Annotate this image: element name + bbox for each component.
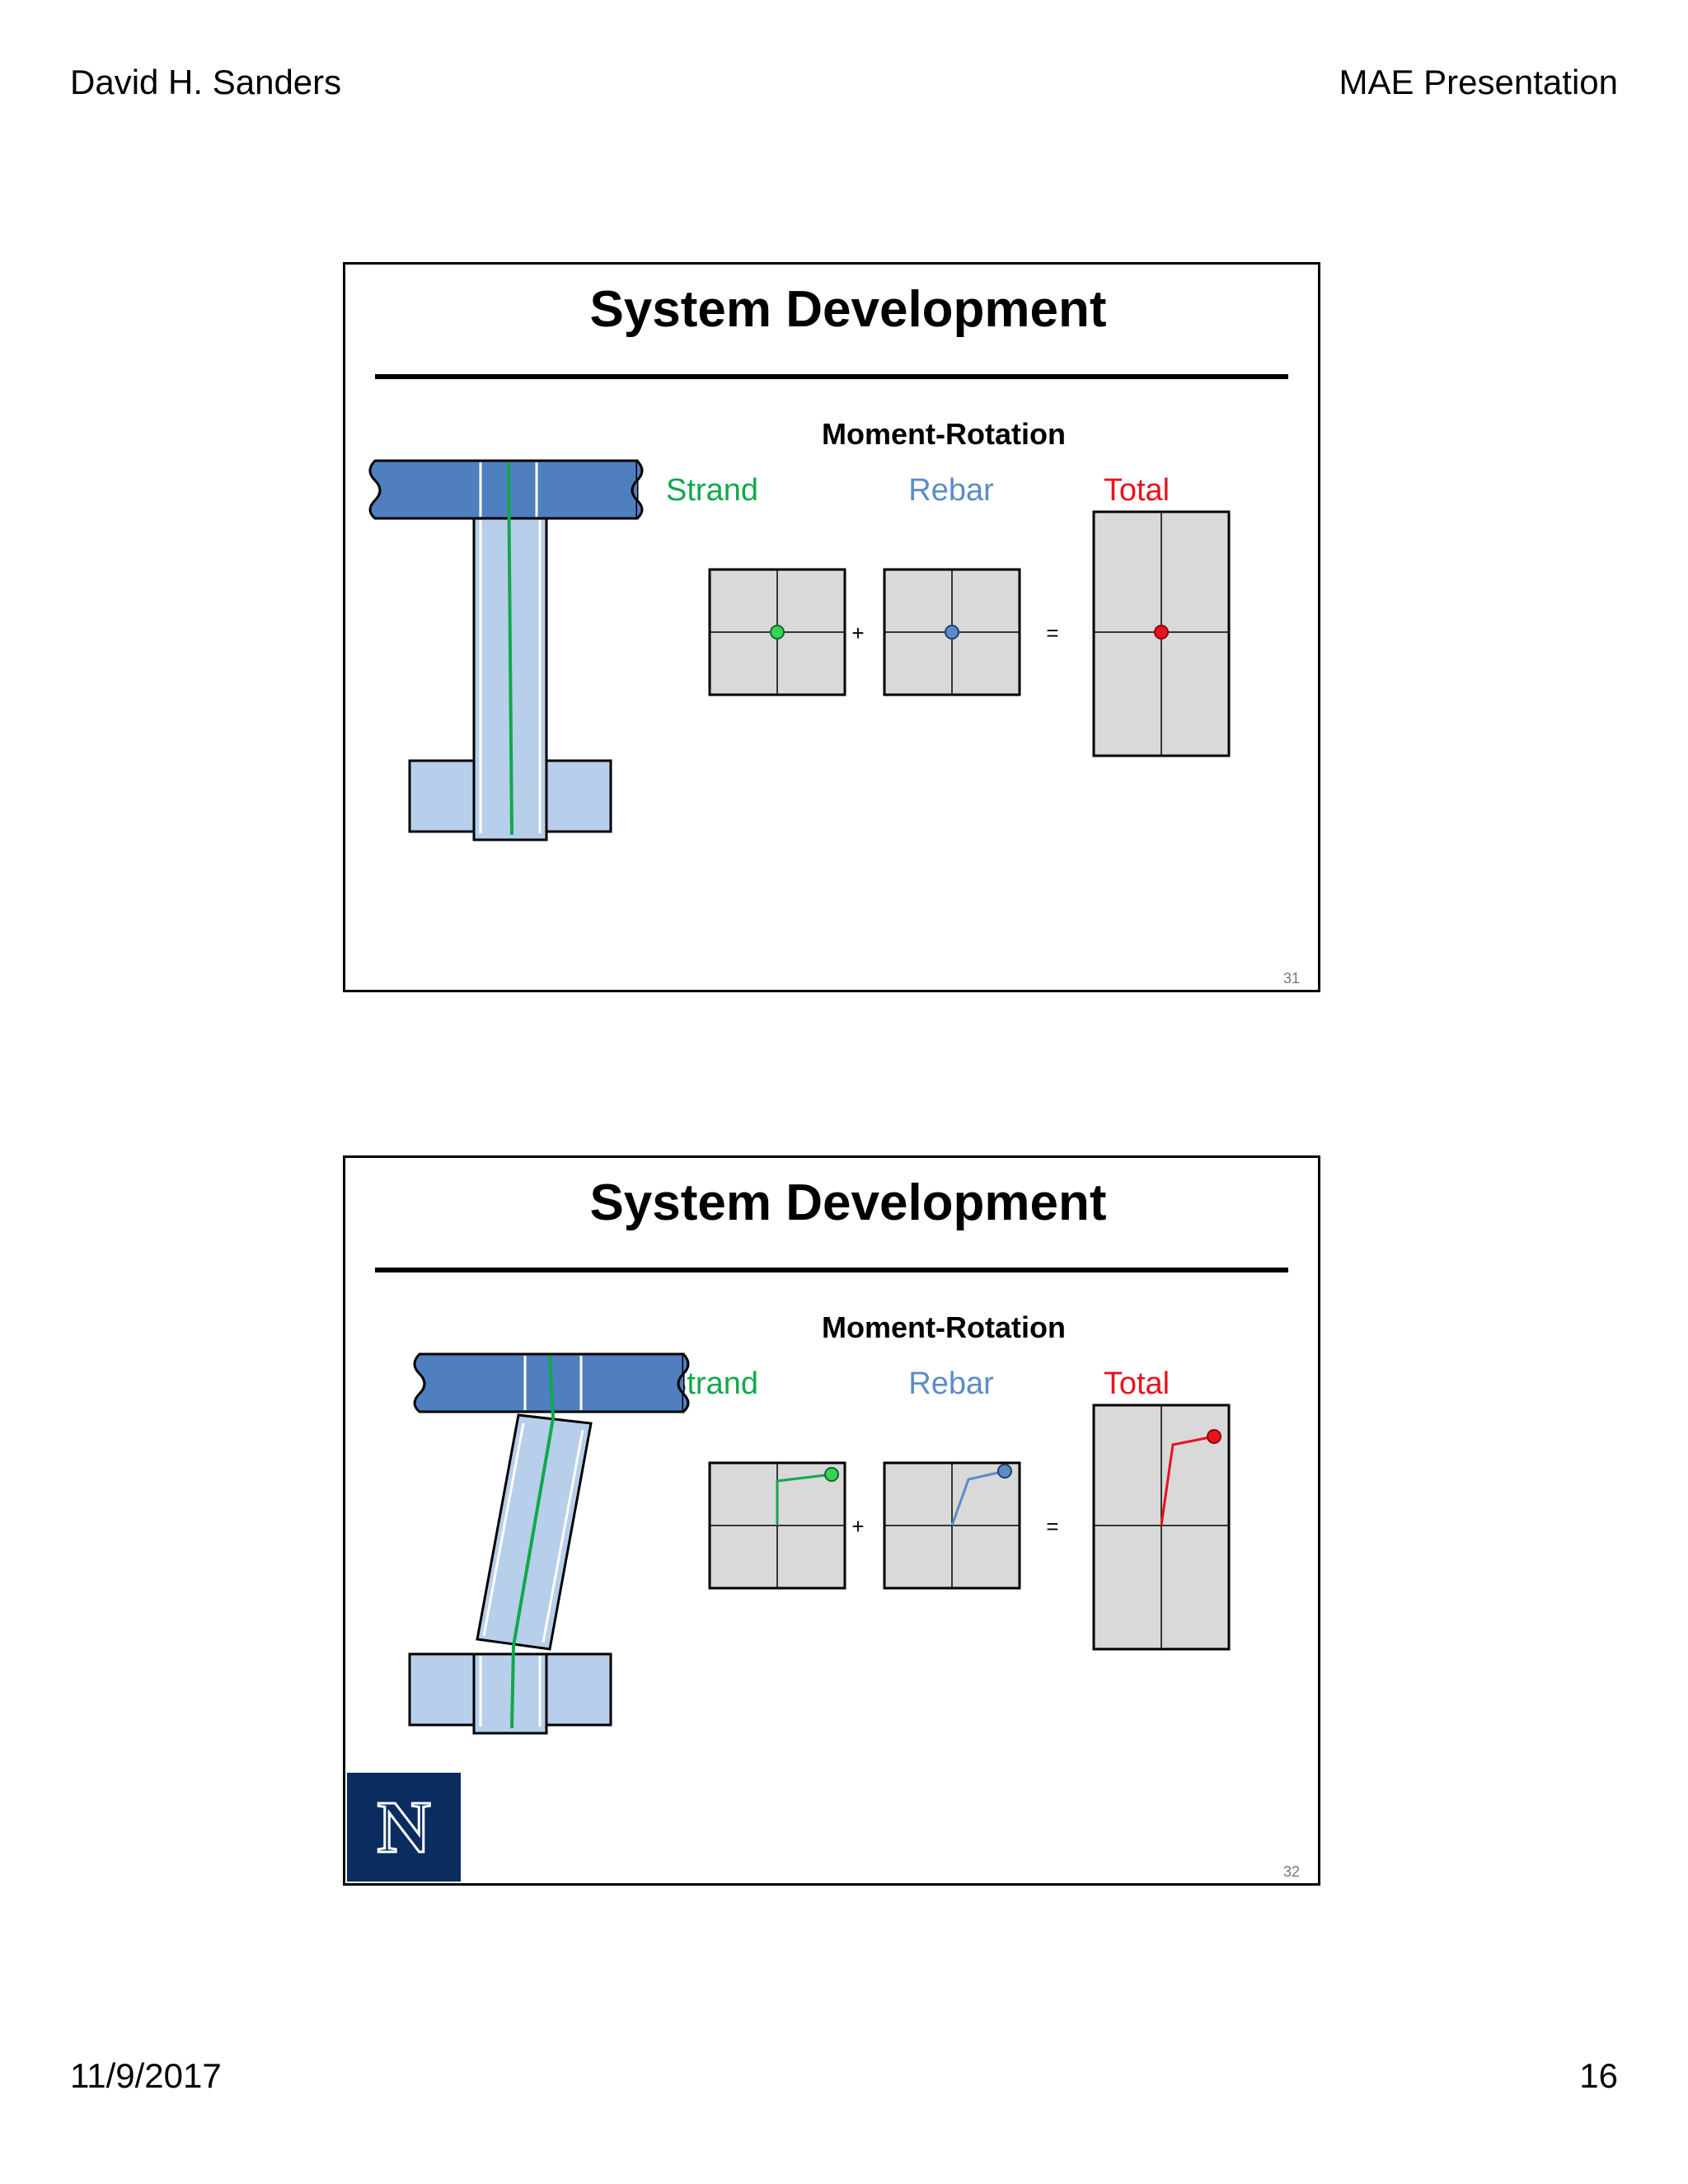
strand-plot	[708, 568, 846, 696]
total-curve	[1160, 1435, 1215, 1526]
page-header-author: David H. Sanders	[70, 63, 342, 101]
slide-canvas: System Development Moment-Rotation Stran…	[347, 1174, 1300, 1882]
slide-31: System Development Moment-Rotation Stran…	[343, 262, 1320, 992]
strand-plot	[708, 1461, 846, 1590]
page-header-title: MAE Presentation	[1339, 63, 1618, 101]
cap-beam-break	[631, 459, 644, 520]
slide-32: System Development Moment-Rotation Stran…	[343, 1155, 1320, 1886]
plus-sign: +	[851, 621, 864, 645]
bent-diagram	[368, 459, 644, 841]
strand-point	[824, 1467, 839, 1482]
slide-canvas: System Development Moment-Rotation Stran…	[368, 281, 1300, 987]
slide-title: System Development	[589, 281, 1106, 338]
rebar-label: Rebar	[908, 1366, 994, 1401]
total-plot	[1092, 510, 1231, 757]
chart-subtitle: Moment-Rotation	[822, 417, 1066, 451]
equals-sign: =	[1046, 621, 1058, 645]
rebar-point	[945, 625, 959, 640]
logo-letter: N	[377, 1787, 431, 1868]
total-plot	[1092, 1404, 1231, 1651]
rebar-point	[997, 1464, 1012, 1479]
duct-line	[542, 1429, 584, 1643]
strand-point	[770, 625, 785, 640]
rebar-label: Rebar	[908, 473, 994, 508]
logo-background	[347, 1773, 461, 1882]
rebar-plot	[883, 568, 1021, 696]
total-point	[1207, 1429, 1221, 1444]
rebar-plot	[883, 1461, 1021, 1590]
slide-title: System Development	[589, 1174, 1106, 1231]
equals-sign: =	[1046, 1514, 1058, 1539]
strand-line	[507, 462, 513, 836]
slide-number: 32	[1283, 1863, 1300, 1880]
plus-sign: +	[851, 1514, 864, 1539]
total-point	[1154, 625, 1169, 640]
page-footer-number: 16	[1579, 2056, 1618, 2095]
strand-line	[510, 1355, 556, 1729]
chart-subtitle: Moment-Rotation	[822, 1310, 1066, 1344]
cap-beam	[413, 1352, 685, 1413]
total-label: Total	[1104, 473, 1170, 508]
total-label: Total	[1104, 1366, 1170, 1401]
bent-diagram-rotated	[408, 1352, 690, 1735]
column-stub	[472, 1652, 548, 1735]
strand-label: Strand	[666, 473, 758, 508]
university-n-logo: N	[347, 1773, 461, 1882]
cap-beam	[368, 459, 639, 520]
rebar-curve	[950, 1469, 1006, 1526]
duct-line	[482, 1422, 525, 1637]
cap-beam-break	[677, 1352, 690, 1413]
page-footer-date: 11/9/2017	[70, 2056, 222, 2095]
strand-curve	[776, 1473, 832, 1526]
slide-number: 31	[1283, 970, 1300, 987]
